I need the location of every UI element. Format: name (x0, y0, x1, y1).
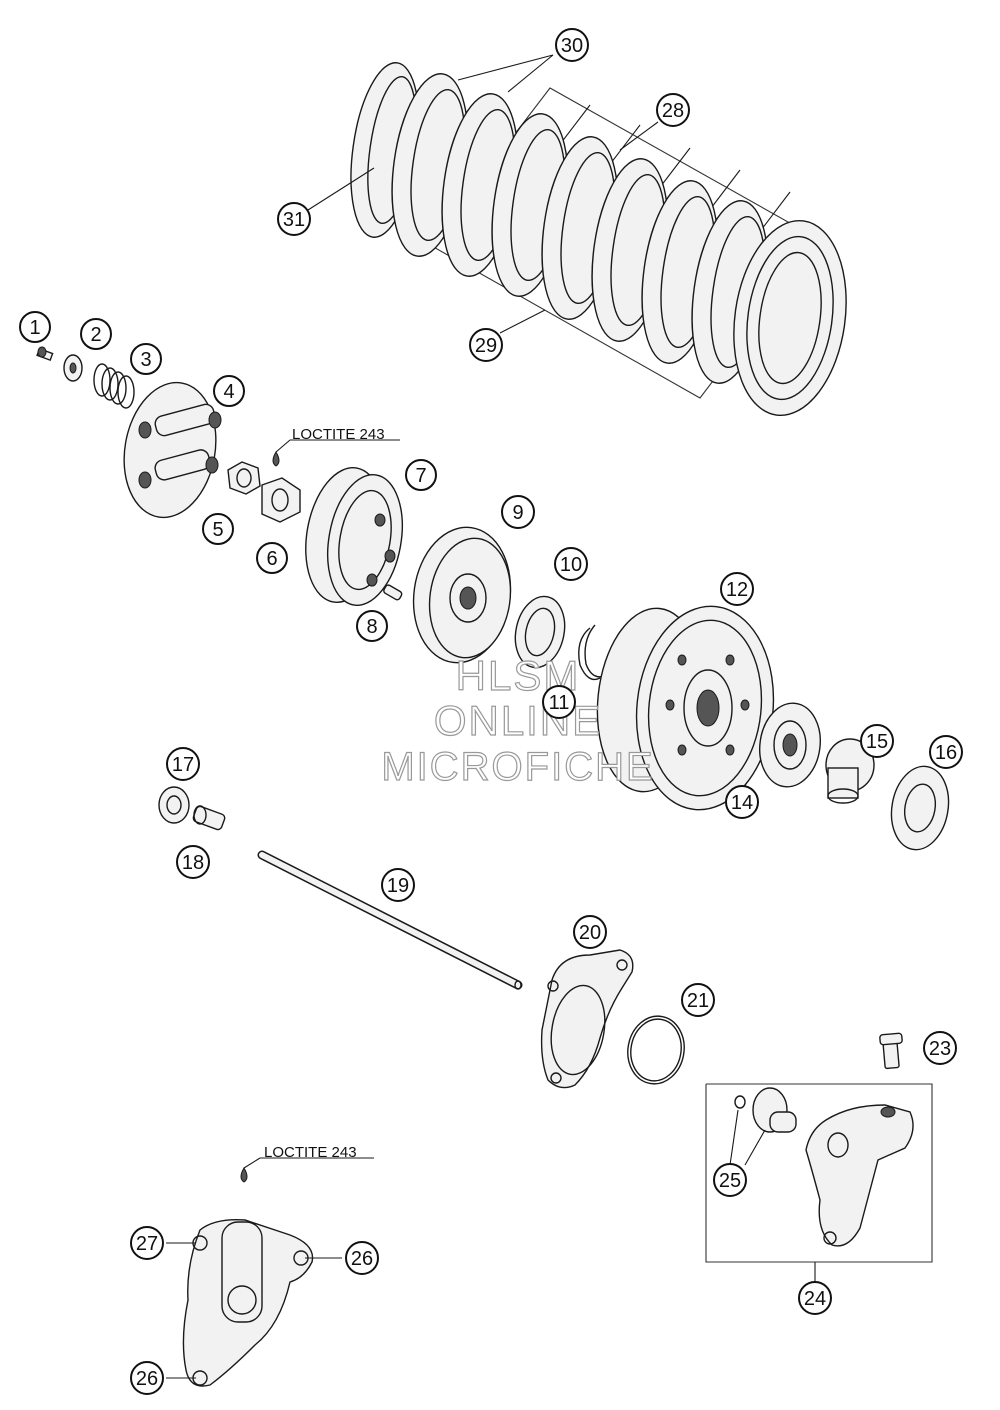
circlip (578, 624, 605, 681)
callout-3: 3 (130, 343, 162, 375)
svg-text:8: 8 (366, 616, 377, 638)
svg-text:14: 14 (731, 792, 753, 814)
svg-text:31: 31 (283, 209, 305, 231)
svg-text:9: 9 (512, 502, 523, 524)
svg-text:29: 29 (475, 335, 497, 357)
svg-text:7: 7 (415, 465, 426, 487)
callout-9: 9 (501, 495, 535, 529)
watermark-line3: MICROFICHE (381, 745, 654, 789)
svg-text:28: 28 (662, 100, 684, 122)
bleeder-screw (879, 1032, 903, 1070)
svg-text:16: 16 (935, 742, 957, 764)
callout-5: 5 (202, 513, 234, 545)
callout-17: 17 (166, 747, 200, 781)
svg-text:20: 20 (579, 922, 601, 944)
callout-11: 11 (542, 685, 576, 719)
callout-30: 30 (555, 28, 589, 62)
callout-23: 23 (923, 1031, 957, 1065)
svg-text:11: 11 (549, 692, 570, 714)
gasket (540, 949, 634, 1089)
svg-text:5: 5 (212, 519, 223, 541)
bolt (36, 346, 54, 362)
clutch-plate-stack (307, 54, 847, 417)
friction-plate-front (733, 219, 847, 417)
lock-washer (261, 477, 301, 523)
washer (63, 354, 83, 382)
callout-29: 29 (469, 328, 503, 362)
leader-lines (166, 1242, 342, 1379)
callout-15: 15 (860, 724, 894, 758)
callout-26-right: 26 (345, 1241, 379, 1275)
svg-text:2: 2 (90, 324, 101, 346)
callout-18: 18 (176, 845, 210, 879)
primary-gear (759, 702, 821, 788)
callout-20: 20 (573, 915, 607, 949)
watermark: HLSM ONLINE MICROFICHE (381, 651, 654, 789)
needle-bearing (825, 738, 875, 804)
svg-text:1: 1 (29, 317, 40, 339)
callout-25: 25 (713, 1163, 747, 1197)
svg-text:15: 15 (866, 731, 888, 753)
thrust-washer (514, 595, 566, 669)
shaft-seal (158, 786, 190, 824)
callout-leaders (619, 121, 659, 151)
pressure-plate (123, 381, 222, 519)
svg-text:4: 4 (223, 381, 234, 403)
callout-19: 19 (381, 868, 415, 902)
callout-26-bottom: 26 (130, 1361, 164, 1395)
svg-text:26: 26 (351, 1248, 373, 1270)
svg-text:23: 23 (929, 1038, 951, 1060)
svg-text:30: 30 (561, 35, 583, 57)
svg-text:27: 27 (136, 1233, 158, 1255)
push-rod (257, 850, 523, 990)
clutch-cover (182, 1219, 314, 1387)
svg-text:25: 25 (719, 1170, 741, 1192)
svg-text:26: 26 (136, 1368, 158, 1390)
clutch-springs (93, 363, 135, 409)
outer-clutch-basket (596, 605, 775, 811)
callout-27: 27 (130, 1226, 164, 1260)
callout-21: 21 (681, 983, 715, 1017)
svg-text:21: 21 (687, 990, 709, 1012)
o-ring (627, 1015, 685, 1085)
loctite-drop-top (272, 439, 400, 467)
svg-text:10: 10 (560, 554, 582, 576)
callout-7: 7 (405, 459, 437, 491)
svg-text:17: 17 (172, 754, 194, 776)
pressure-cap (412, 526, 512, 664)
thrust-washer-outer (890, 765, 950, 851)
slave-cylinder-housing (805, 1104, 914, 1247)
callout-24: 24 (798, 1281, 832, 1315)
callout-12: 12 (720, 572, 754, 606)
callout-1: 1 (19, 311, 51, 343)
loctite-note-top: LOCTITE 243 (292, 426, 385, 443)
callout-31: 31 (277, 202, 311, 236)
loctite-note-bottom: LOCTITE 243 (264, 1144, 357, 1161)
callout-28: 28 (656, 93, 690, 127)
callout-10: 10 (554, 547, 588, 581)
pressure-piece (192, 805, 226, 831)
slave-cylinder-box (705, 1083, 933, 1282)
svg-text:18: 18 (182, 852, 204, 874)
callout-14: 14 (725, 785, 759, 819)
callout-16: 16 (929, 735, 963, 769)
svg-text:12: 12 (726, 579, 748, 601)
callout-4: 4 (213, 375, 245, 407)
callout-6: 6 (256, 542, 288, 574)
watermark-line2: ONLINE (434, 697, 602, 744)
nut (227, 461, 261, 495)
loctite-drop-bottom (240, 1157, 374, 1183)
piston (729, 1087, 797, 1166)
inner-clutch-hub (305, 467, 403, 606)
svg-text:3: 3 (140, 349, 151, 371)
svg-text:24: 24 (804, 1288, 826, 1310)
svg-text:19: 19 (387, 875, 409, 897)
callout-8: 8 (356, 610, 388, 642)
spring-pin (383, 584, 403, 601)
svg-text:6: 6 (266, 548, 277, 570)
callout-2: 2 (80, 318, 112, 350)
